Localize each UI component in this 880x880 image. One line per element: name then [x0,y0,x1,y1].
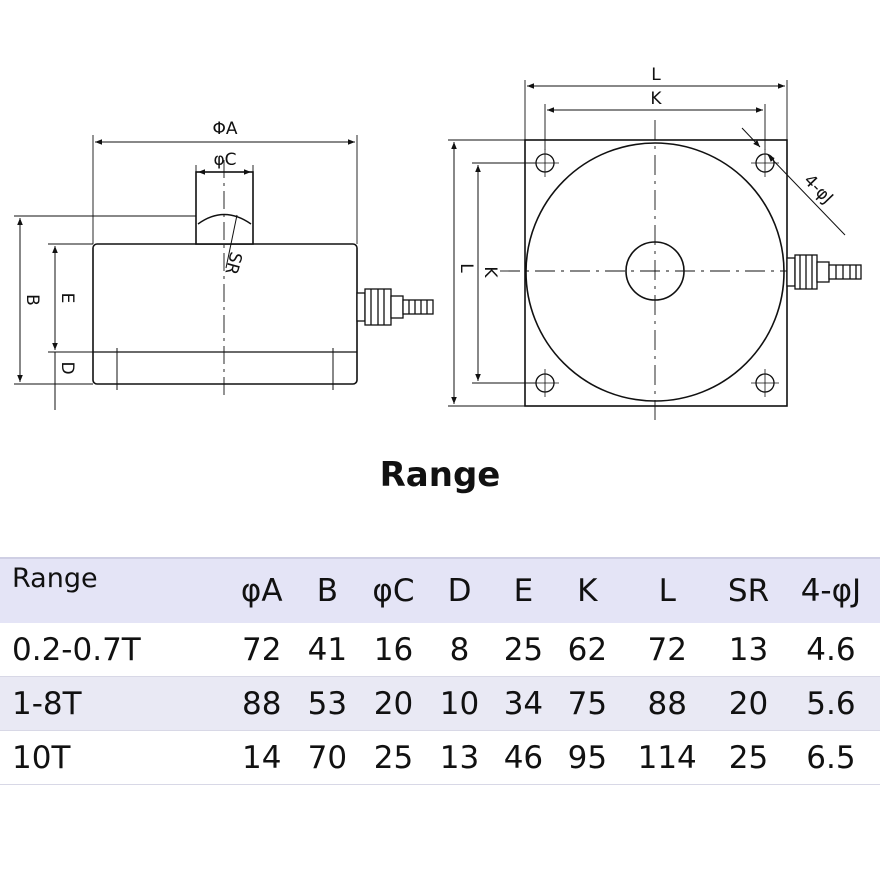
label-K-side: K [480,266,500,278]
cell-value: 62 [567,631,608,668]
label-K-top: K [650,89,662,109]
cell-value: 41 [307,631,348,668]
label-E: E [57,293,77,304]
cell-value: 4.6 [806,631,856,668]
cell-range: 0.2-0.7T [12,631,141,668]
cell-value: 5.6 [806,685,856,722]
cell-value: 34 [503,685,544,722]
label-L-side: L [456,263,476,273]
cell-value: 95 [567,739,608,776]
cell-value: 72 [647,631,687,668]
cell-value: 20 [373,685,414,722]
label-holes: 4-φJ [799,171,836,209]
table-row: 10T 14 70 25 13 46 95 114 25 6.5 [0,731,880,785]
spec-table: Range φA B φC D E K L SR 4-φJ 0.2-0.7T 7… [0,557,880,785]
header-phiC: φC [359,557,428,623]
table-header-row: Range φA B φC D E K L SR 4-φJ [0,557,880,623]
cell-value: 13 [728,631,769,668]
cell-value: 14 [241,739,282,776]
cell-value: 88 [241,685,282,722]
top-view [448,80,862,425]
cell-value: 20 [728,685,769,722]
table-row: 0.2-0.7T 72 41 16 8 25 62 72 13 4.6 [0,623,880,677]
cell-range: 1-8T [12,685,82,722]
top-cable-connector [786,254,862,290]
cell-value: 13 [439,739,480,776]
label-D: D [57,361,77,374]
cell-value: 88 [647,685,687,722]
label-B: B [22,294,42,306]
load-button [195,171,254,245]
table-row: 1-8T 88 53 20 10 34 75 88 20 5.6 [0,676,880,731]
header-B: B [295,557,360,623]
header-E: E [491,557,556,623]
cell-value: 25 [503,631,544,668]
header-K: K [555,557,620,623]
cell-value: 25 [373,739,414,776]
section-title: Range [379,455,501,495]
cell-value: 8 [449,631,470,668]
cell-value: 72 [241,631,282,668]
label-phiC: φC [213,150,236,170]
label-L-top: L [651,65,661,85]
cable-connector [356,288,434,326]
cell-value: 70 [307,739,348,776]
cell-value: 6.5 [806,739,856,776]
load-cell-drawing: ΦA φC SR B E D [14,65,862,425]
cell-value: 46 [503,739,544,776]
cell-value: 16 [373,631,414,668]
header-SR: SR [715,557,782,623]
header-phiA: φA [227,557,296,623]
header-L: L [619,557,716,623]
cell-value: 10 [439,685,480,722]
cell-value: 75 [567,685,608,722]
cell-range: 10T [12,739,71,776]
cell-value: 53 [307,685,348,722]
header-D: D [427,557,492,623]
header-holes: 4-φJ [781,557,880,623]
cell-value: 114 [637,739,697,776]
label-phiA: ΦA [212,119,237,139]
cell-value: 25 [728,739,769,776]
header-range: Range [0,557,228,623]
side-view [14,135,434,410]
